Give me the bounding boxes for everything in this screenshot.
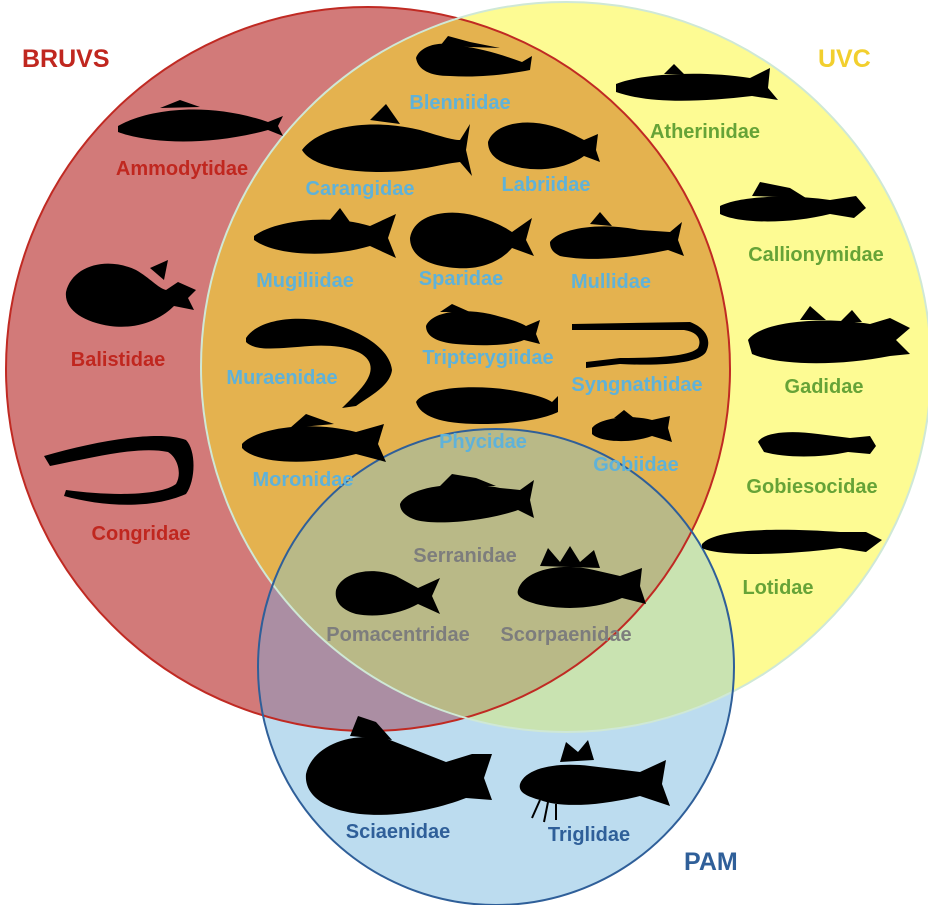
family-label: Sciaenidae [346, 821, 451, 844]
family-label: Sparidae [419, 268, 503, 291]
family-label: Blenniidae [409, 92, 510, 115]
pam-set-label: PAM [684, 848, 738, 877]
family-label: Congridae [92, 523, 191, 546]
family-label: Mullidae [571, 271, 651, 294]
family-label: Serranidae [413, 545, 516, 568]
family-label: Triglidae [548, 824, 630, 847]
family-label: Carangidae [306, 178, 415, 201]
family-label: Callionymidae [748, 244, 884, 267]
family-label: Gadidae [785, 376, 864, 399]
family-label: Muraenidae [226, 367, 337, 390]
family-label: Lotidae [742, 577, 813, 600]
family-label: Atherinidae [650, 121, 760, 144]
family-label: Ammodytidae [116, 158, 248, 181]
family-label: Gobiesocidae [746, 476, 877, 499]
family-label: Scorpaenidae [500, 624, 631, 647]
uvc-set-label: UVC [818, 45, 871, 74]
family-label: Pomacentridae [326, 624, 469, 647]
family-label: Gobiidae [593, 454, 679, 477]
family-label: Mugiliidae [256, 270, 354, 293]
family-label: Moronidae [252, 469, 353, 492]
family-label: Tripterygiidae [422, 347, 553, 370]
bruvs-set-label: BRUVS [22, 45, 110, 74]
family-label: Labriidae [502, 174, 591, 197]
family-label: Phycidae [439, 431, 527, 454]
family-label: Syngnathidae [571, 374, 702, 397]
family-label: Balistidae [71, 349, 165, 372]
